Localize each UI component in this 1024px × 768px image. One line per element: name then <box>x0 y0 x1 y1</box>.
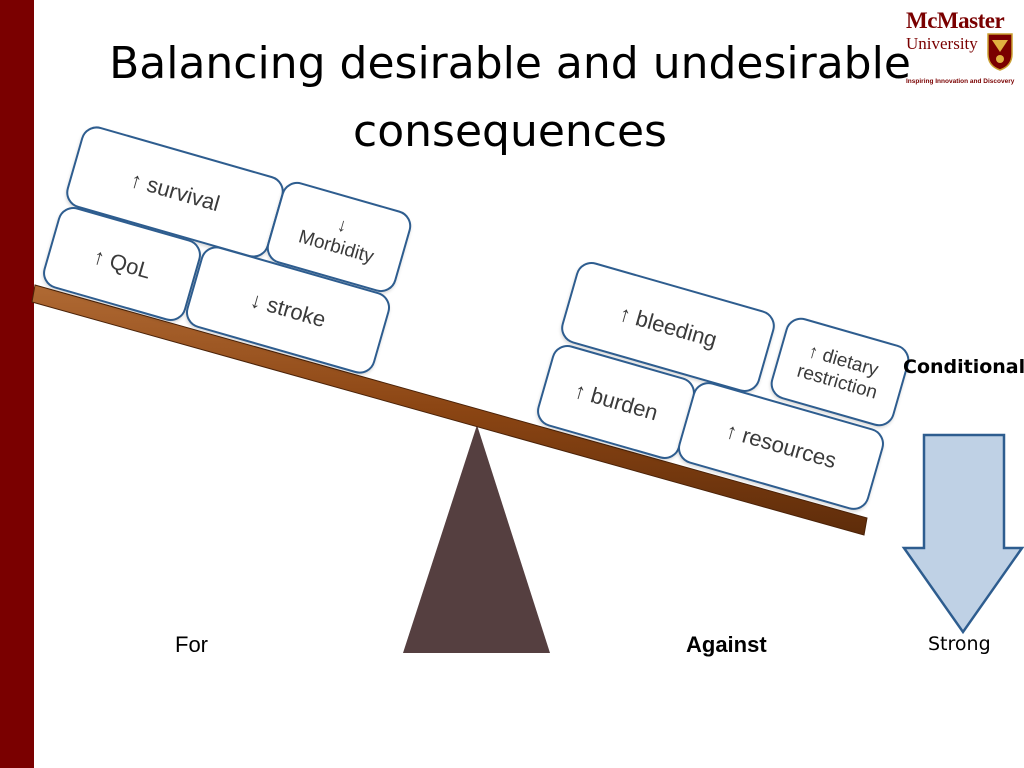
balance-beam <box>31 284 868 536</box>
page-title: Balancing desirable and undesirable cons… <box>60 30 960 166</box>
label-conditional: Conditional <box>903 356 1024 378</box>
fulcrum <box>403 425 550 653</box>
title-line-2: consequences <box>353 106 667 157</box>
box-qol-label: ↑ QoL <box>90 243 154 284</box>
label-strong: Strong <box>928 633 991 655</box>
mcmaster-logo: McMaster University Inspiring Innovation… <box>904 6 1016 88</box>
title-line-1: Balancing desirable and undesirable <box>109 38 911 89</box>
logo-name-line-1: McMaster <box>906 8 1005 33</box>
box-bleeding-label: ↑ bleeding <box>616 300 720 353</box>
box-survival-label: ↑ survival <box>127 166 223 217</box>
crest-icon <box>987 33 1013 71</box>
logo-name-line-2: University <box>906 34 978 53</box>
box-morbidity-arrow: ↓ <box>334 214 350 238</box>
box-resources-label: ↑ resources <box>723 417 840 474</box>
left-accent-bar <box>0 0 34 768</box>
label-against: Against <box>686 632 767 657</box>
logo-tagline: Inspiring Innovation and Discovery <box>906 78 1015 85</box>
box-stroke-label: ↓ stroke <box>247 286 329 333</box>
box-burden-label: ↑ burden <box>571 377 661 426</box>
label-for: For <box>175 632 208 657</box>
strong-down-arrow <box>901 433 1024 635</box>
